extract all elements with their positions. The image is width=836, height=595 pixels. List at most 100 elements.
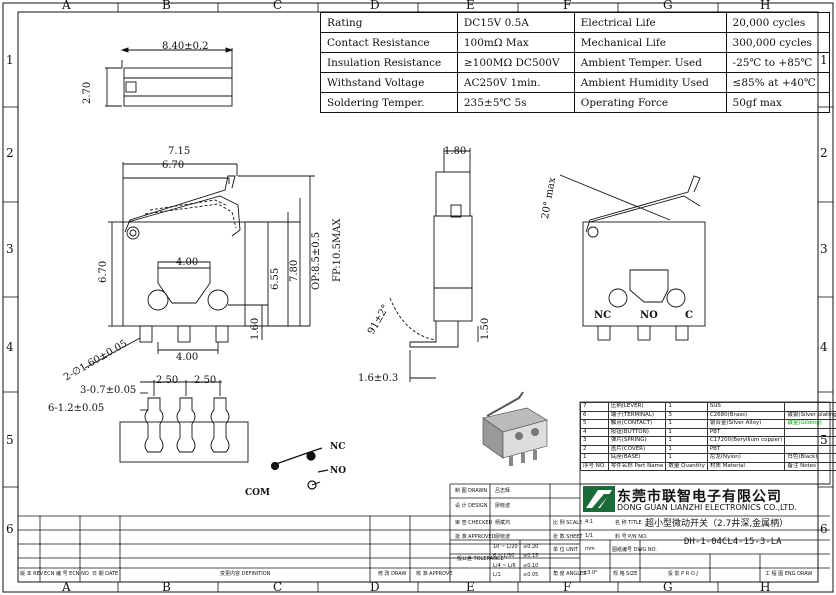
- table-row: 4 按钮(BUTTON) 1 PBT: [580, 427, 836, 437]
- dim-1-60: 1.60: [250, 317, 261, 340]
- dim-6-70-side: 6.70: [98, 260, 109, 283]
- header-material: 材质 Material: [706, 461, 786, 471]
- spec-label: Electrical Life: [573, 12, 727, 33]
- part-notes: 镀金(Gilding): [784, 419, 836, 429]
- spec-value: -25℃ to +85℃: [725, 52, 831, 73]
- table-row: 2 盖片(COVER) 1 PBT: [580, 444, 836, 454]
- dim-4-00-upper: 4.00: [176, 257, 199, 268]
- table-row: 3 弹片(SPRING) 1 C17200(Beryllium copper): [580, 436, 836, 446]
- top-view: [105, 47, 234, 107]
- part-name: 底座(BASE): [607, 453, 667, 463]
- parts-list-table: 7 压柄(LEVER) 1 SUS 6 端子(TERMINAL) 3 C2680…: [580, 402, 836, 471]
- part-name: 弹片(SPRING): [607, 436, 667, 446]
- value-scale: 4:1: [585, 519, 594, 525]
- part-qty: 1: [665, 453, 708, 463]
- row-label-left-2: 2: [6, 146, 14, 160]
- label-eng: 工 程 图 ENG DRAW: [765, 571, 813, 577]
- col-label-top-b: B: [162, 0, 171, 12]
- dim-pitch-2: 2.50: [194, 375, 217, 386]
- row-label-right-4: 4: [820, 340, 828, 354]
- spec-label: Operating Force: [573, 92, 727, 113]
- label-drawn: 制 图 DRAWN: [455, 488, 488, 494]
- col-label-top-e: E: [466, 0, 475, 12]
- part-no: 6: [580, 410, 609, 420]
- header-qty: 数量 Quantity: [665, 461, 708, 471]
- row-label-left-1: 1: [6, 53, 14, 67]
- part-material: 银合金(Silver Alloy): [706, 419, 786, 429]
- part-name: 压柄(LEVER): [607, 402, 667, 412]
- part-qty: 1: [665, 436, 708, 446]
- label-rev: 版 本 REV: [20, 571, 44, 577]
- tol-value-1: ≤0.20: [523, 544, 539, 550]
- spec-label: Ambient Temper. Used: [573, 52, 727, 73]
- spec-value: ≥100MΩ DC500V: [456, 52, 575, 73]
- label-sheet: 张 数 SHEET: [553, 534, 583, 540]
- tol-range-1: 10 ~ L/20: [493, 544, 518, 550]
- part-material: SUS: [706, 402, 786, 412]
- company-logo: [583, 486, 615, 512]
- name-checked: 杨斌鸿: [495, 520, 511, 526]
- label-desc: 变更内容 DEFINITION: [220, 571, 271, 577]
- table-row: 6 端子(TERMINAL) 3 C2680(Brass) 镀银(Silver …: [580, 410, 836, 420]
- dim-1-50: 1.50: [480, 317, 491, 340]
- part-name: 端子(TERMINAL): [607, 410, 667, 420]
- table-row: Rating DC15V 0.5A Electrical Life 20,000…: [320, 12, 831, 33]
- part-name: 盖片(COVER): [607, 444, 667, 454]
- part-no: 4: [580, 427, 609, 437]
- row-label-left-6: 6: [6, 522, 14, 536]
- company-name-cn: 东莞市联智电子有限公司: [617, 489, 782, 505]
- spec-label: Soldering Temper.: [320, 92, 458, 113]
- drawing-number: DH-1-04CL4-15-3-LA: [684, 537, 782, 547]
- part-qty: 3: [665, 410, 708, 420]
- label-ecn: ECN 编 号 ECN NO: [44, 571, 89, 577]
- company-name-en: DONG GUAN LIANZHI ELECTRONICS CO.,LTD.: [617, 503, 797, 512]
- value-unit: mm: [585, 546, 595, 552]
- value-angles: ±3.0°: [583, 570, 598, 576]
- value-sheet: 1/1: [585, 533, 594, 539]
- spec-value: ≤85% at +40℃: [725, 72, 831, 93]
- label-angles: 角 度 ANGLES: [553, 571, 587, 577]
- schematic-nc: NC: [330, 442, 346, 452]
- terminal-c: C: [685, 310, 693, 321]
- col-label-top-h: H: [760, 0, 771, 12]
- tol-value-4: ≤0.05: [523, 572, 539, 578]
- col-label-bottom-f: F: [563, 580, 572, 594]
- dim-1-6: 1.6±0.3: [358, 373, 399, 384]
- part-notes: 白色(Black): [784, 453, 836, 463]
- part-name: 触点(CONTACT): [607, 419, 667, 429]
- dim-width: 8.40±0.2: [162, 41, 209, 52]
- table-row: Insulation Resistance ≥100MΩ DC500V Ambi…: [320, 52, 831, 73]
- col-label-bottom-d: D: [370, 580, 380, 594]
- spec-label: Mechanical Life: [573, 32, 727, 53]
- row-label-right-2: 2: [820, 146, 828, 160]
- spec-label: Ambient Humidity Used: [573, 72, 727, 93]
- label-tolerance: 一般公差 TOLERANCE: [452, 556, 504, 562]
- label-modify: 修 改 DRAW: [378, 571, 407, 577]
- col-label-top-f: F: [563, 0, 572, 12]
- part-notes: 镀银(Silver plating): [784, 410, 836, 420]
- part-material: PBT: [706, 427, 786, 437]
- col-label-top-d: D: [370, 0, 380, 12]
- header-notes: 备注 Notes: [784, 461, 836, 471]
- label-approved: 批 准 APPROVED: [455, 534, 496, 540]
- part-notes: [784, 436, 836, 446]
- part-qty: 1: [665, 419, 708, 429]
- spec-value: 20,000 cycles: [725, 12, 831, 33]
- label-checked: 审 查 CHECKED: [455, 520, 493, 526]
- tol-range-2: 6 ~ L/30: [493, 553, 515, 559]
- part-material: C17200(Beryllium copper): [706, 436, 786, 446]
- label-pn: 料 号 P/N NO.: [615, 534, 648, 540]
- part-qty: 1: [665, 427, 708, 437]
- row-label-left-3: 3: [6, 242, 14, 256]
- label-dwg: 图纸编号 DWG NO.: [612, 547, 657, 553]
- dim-4-00-lower: 4.00: [176, 352, 199, 363]
- row-label-right-3: 3: [820, 242, 828, 256]
- spec-value: DC15V 0.5A: [456, 12, 575, 33]
- label-size: 规 格 SIZE: [613, 571, 638, 577]
- row-label-left-5: 5: [6, 433, 14, 447]
- tol-range-3: L/4 ~ L/6: [493, 563, 516, 569]
- tol-value-3: ≤0.10: [523, 563, 539, 569]
- label-design: 设 计 DESIGN: [455, 503, 488, 509]
- part-no: 3: [580, 436, 609, 446]
- terminal-nc: NC: [594, 310, 612, 321]
